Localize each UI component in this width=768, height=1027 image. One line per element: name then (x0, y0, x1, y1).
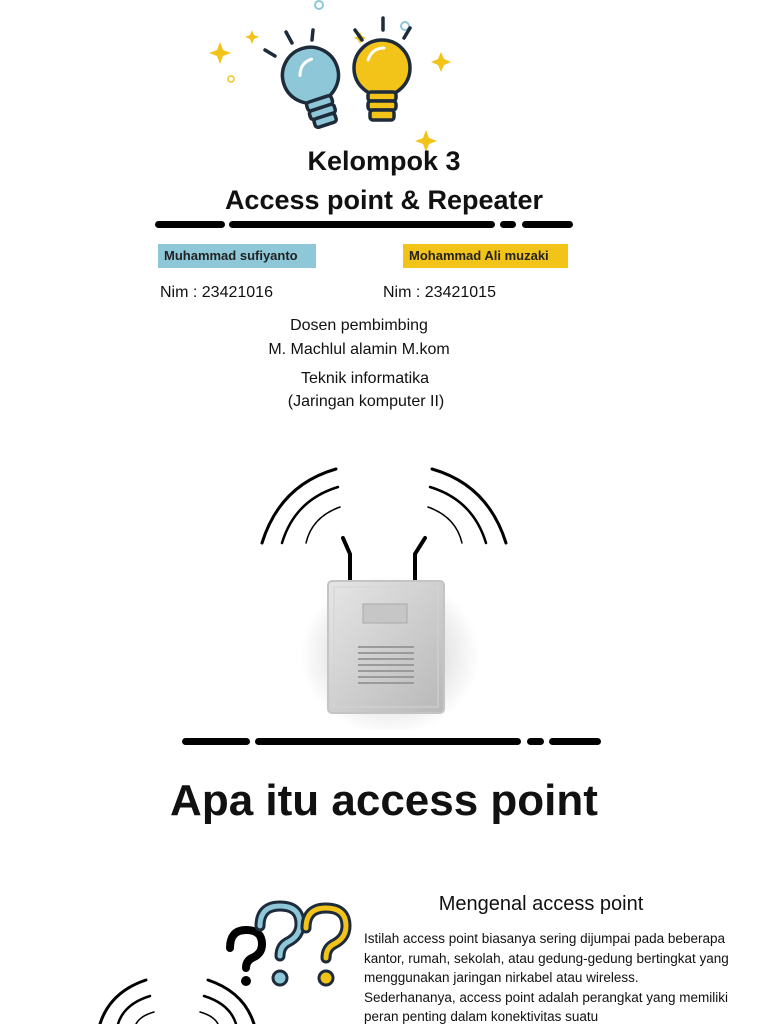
divider-dash (527, 738, 544, 745)
section-subheading: Mengenal access point (438, 893, 644, 915)
section-paragraph: Istilah access point biasanya sering dij… (364, 931, 729, 1024)
wireless-access-point-icon (260, 467, 508, 730)
topic-title: Access point & Repeater (224, 185, 544, 215)
question-marks-icon (226, 900, 352, 987)
member-name-badge: Muhammad sufiyanto (158, 244, 316, 268)
divider-dash (182, 738, 250, 745)
divider-dash (255, 738, 521, 745)
supervisor-label: Dosen pembimbing (290, 317, 428, 334)
divider-dash (155, 221, 225, 228)
divider-dash (549, 738, 601, 745)
divider-dash (500, 221, 516, 228)
group-title: Kelompok 3 (307, 146, 461, 176)
lightbulbs-icon (209, 0, 451, 150)
supervisor-name: M. Machlul alamin M.kom (268, 341, 450, 358)
member-nim: Nim : 23421016 (160, 284, 273, 301)
section-heading: Apa itu access point (170, 776, 598, 825)
course-name: (Jaringan komputer II) (287, 393, 445, 410)
divider-dash (229, 221, 495, 228)
divider-dash (522, 221, 573, 228)
department-name: Teknik informatika (300, 370, 430, 387)
member-nim: Nim : 23421015 (383, 284, 496, 301)
wifi-signal-icon (98, 978, 256, 1024)
member-name-badge: Mohammad Ali muzaki (403, 244, 568, 268)
